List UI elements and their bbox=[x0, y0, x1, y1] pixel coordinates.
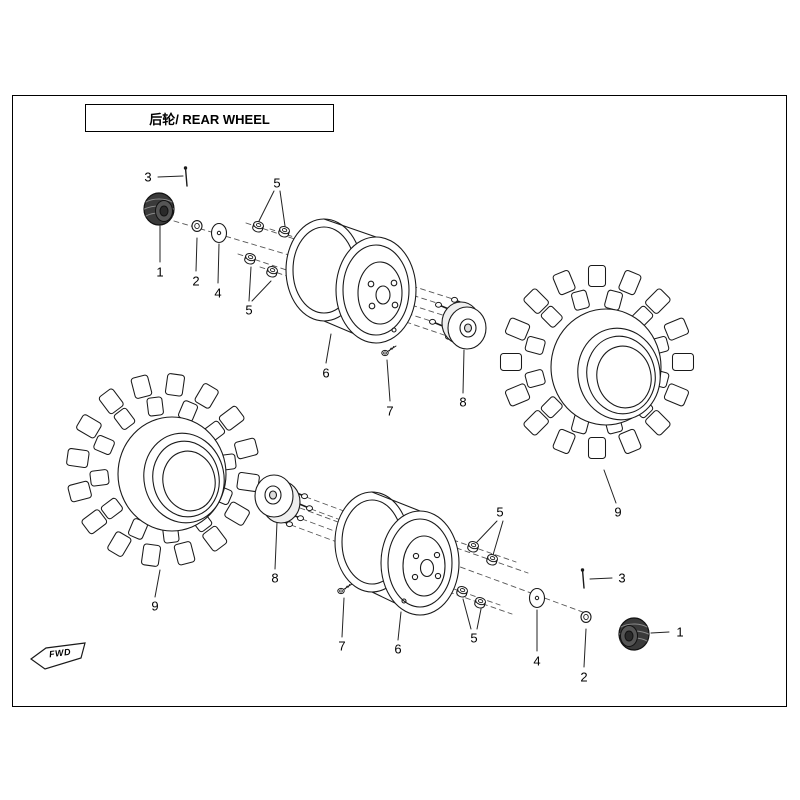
nut-upper bbox=[191, 220, 203, 232]
callout-3-upper: 3 bbox=[144, 169, 152, 185]
fwd-arrow bbox=[29, 642, 86, 670]
callout-4-upper: 4 bbox=[214, 285, 222, 301]
wheel-cap-lower bbox=[618, 617, 650, 651]
wheel-hub-lower bbox=[254, 474, 314, 528]
diagram-border bbox=[12, 95, 787, 707]
callout-5-lower-a: 5 bbox=[496, 504, 504, 520]
lug-nuts-lower bbox=[455, 539, 499, 610]
callout-8-lower: 8 bbox=[271, 570, 279, 586]
valve-screw-lower bbox=[337, 583, 353, 595]
callout-7-lower: 7 bbox=[338, 638, 346, 654]
nut-lower bbox=[580, 611, 592, 623]
callout-9-lower: 9 bbox=[151, 598, 159, 614]
washer-upper bbox=[210, 222, 228, 244]
callout-8-upper: 8 bbox=[459, 394, 467, 410]
callout-2-upper: 2 bbox=[192, 273, 200, 289]
callout-7-upper: 7 bbox=[386, 403, 394, 419]
callout-5-upper-a: 5 bbox=[273, 175, 281, 191]
callout-2-lower: 2 bbox=[580, 669, 588, 685]
leader-lines bbox=[154, 175, 670, 668]
washer-lower bbox=[528, 587, 546, 609]
callout-5-upper-b: 5 bbox=[245, 302, 253, 318]
wheel-rim-upper bbox=[285, 218, 417, 344]
page-title: 后轮/ REAR WHEEL bbox=[149, 111, 270, 127]
callout-1-upper: 1 bbox=[156, 264, 164, 280]
callout-9-upper: 9 bbox=[614, 504, 622, 520]
wheel-cap-upper bbox=[143, 192, 175, 226]
pin-lower bbox=[580, 567, 585, 589]
callout-5-lower-b: 5 bbox=[470, 630, 478, 646]
callout-6-upper: 6 bbox=[322, 365, 330, 381]
tire-upper bbox=[499, 264, 695, 460]
wheel-hub-upper bbox=[428, 296, 487, 350]
callout-3-lower: 3 bbox=[618, 570, 626, 586]
fwd-marker: FWD bbox=[29, 639, 90, 673]
pin-upper bbox=[183, 165, 188, 187]
wheel-rim-lower bbox=[334, 491, 460, 616]
callout-1-lower: 1 bbox=[676, 624, 684, 640]
title-box: 后轮/ REAR WHEEL bbox=[85, 104, 334, 132]
valve-screw-upper bbox=[381, 345, 397, 357]
callout-6-lower: 6 bbox=[394, 641, 402, 657]
tire-lower bbox=[66, 373, 260, 567]
callout-4-lower: 4 bbox=[533, 653, 541, 669]
